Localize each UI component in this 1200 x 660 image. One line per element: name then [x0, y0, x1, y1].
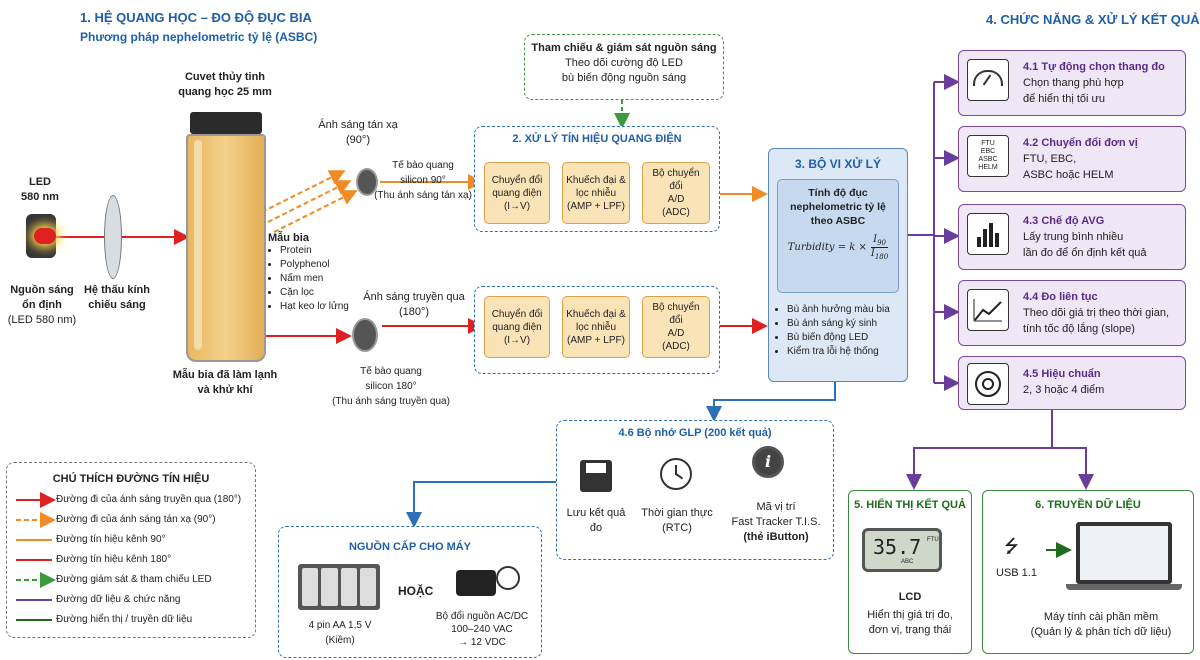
amplifier-180: Khuếch đại &lọc nhiễu(AMP + LPF): [562, 296, 630, 358]
display-desc: Hiển thị giá trị đo,đơn vị, trạng thái: [867, 609, 953, 636]
lcd-screen: 35.7 FTU ABC: [862, 528, 942, 572]
cpu-item: Kiểm tra lỗi hệ thống: [787, 345, 907, 359]
photocell-180-icon: [352, 318, 378, 352]
sample-item: Cặn lọc: [280, 286, 368, 300]
legend-item: Đường tín hiệu kênh 180°: [56, 554, 172, 565]
sample-list: Mẫu bia Protein Polyphenol Nấm men Cặn l…: [268, 232, 368, 314]
legend-item: Đường đi của ánh sáng truyền qua (180°): [56, 494, 242, 505]
sample-item: Protein: [280, 244, 368, 258]
scatter-beam-2: [267, 180, 352, 223]
section4-title: 4. CHỨC NĂNG & XỬ LÝ KẾT QUẢ: [986, 12, 1200, 27]
cpu-to-memory: [706, 382, 836, 422]
legend-item: Đường dữ liệu & chức năng: [56, 594, 181, 605]
cpu-item: Bù ánh sáng ký sinh: [787, 317, 907, 331]
laptop-icon: [1076, 522, 1172, 584]
legend-item: Đường tín hiệu kênh 90°: [56, 534, 166, 545]
photocell-90-icon: [356, 168, 378, 196]
legend-item: Đường hiển thị / truyền dữ liệu: [56, 614, 193, 625]
clock-icon: [660, 458, 692, 490]
lcd-label: LCD: [898, 591, 922, 603]
scatter-beam-1: [261, 170, 346, 213]
lens-icon: [104, 195, 122, 279]
gauge-icon: [967, 59, 1009, 101]
section1-subtitle: Phương pháp nephelometric tỷ lệ (ASBC): [80, 30, 318, 44]
legend-box: CHÚ THÍCH ĐƯỜNG TÍN HIỆU: [6, 462, 256, 638]
sample-item: Nấm men: [280, 272, 368, 286]
cpu-item: Bù biến động LED: [787, 331, 907, 345]
cuvette-cap: [190, 112, 262, 134]
info-key-icon: i: [752, 446, 784, 478]
legend-item: Đường đi của ánh sáng tán xạ (90°): [56, 514, 216, 525]
section1-title: 1. HỆ QUANG HỌC – ĐO ĐỘ ĐỤC BIA: [80, 10, 312, 25]
battery-label: 4 pin AA 1,5 V(Kiềm): [308, 620, 372, 646]
cuvette-body: [186, 134, 266, 362]
trend-graph-icon: [967, 289, 1009, 331]
scatter-beam-3: [273, 190, 358, 233]
memory-to-power: [406, 481, 556, 528]
usb-icon: ⭍: [1004, 536, 1019, 556]
amplifier-90: Khuếch đại &lọc nhiễu(AMP + LPF): [562, 162, 630, 224]
sample-item: Polyphenol: [280, 258, 368, 272]
laptop-base: [1066, 584, 1182, 590]
legend-item: Đường giám sát & tham chiếu LED: [56, 574, 212, 585]
adapter-icon: [456, 570, 496, 596]
led-icon: [26, 214, 56, 258]
target-icon: [967, 363, 1009, 405]
reference-box: Tham chiếu & giám sát nguồn sáng Theo dõ…: [524, 34, 724, 100]
pc-label: Máy tính cài phần mềm(Quản lý & phân tíc…: [1030, 611, 1172, 638]
cpu-item: Bù ảnh hưởng màu bia: [787, 303, 907, 317]
bar-chart-icon: [967, 213, 1009, 255]
floppy-disk-icon: [580, 460, 612, 492]
adapter-cable-icon: [496, 566, 520, 590]
display-box: 5. HIỂN THỊ KẾT QUẢ: [848, 490, 972, 654]
scatter-light-label: Ánh sáng tán xạ(90°): [318, 119, 398, 146]
sample-item: Hạt keo lơ lửng: [280, 300, 368, 314]
battery-icon: [298, 564, 380, 610]
trans-light-label: Ánh sáng truyền qua(180°): [363, 291, 465, 318]
or-label: HOẶC: [398, 584, 434, 598]
memory-rtc-label: Thời gian thực(RTC): [641, 507, 713, 534]
data-transfer-box: 6. TRUYỀN DỮ LIỆU: [982, 490, 1194, 654]
usb-label: USB 1.1: [996, 567, 1037, 579]
